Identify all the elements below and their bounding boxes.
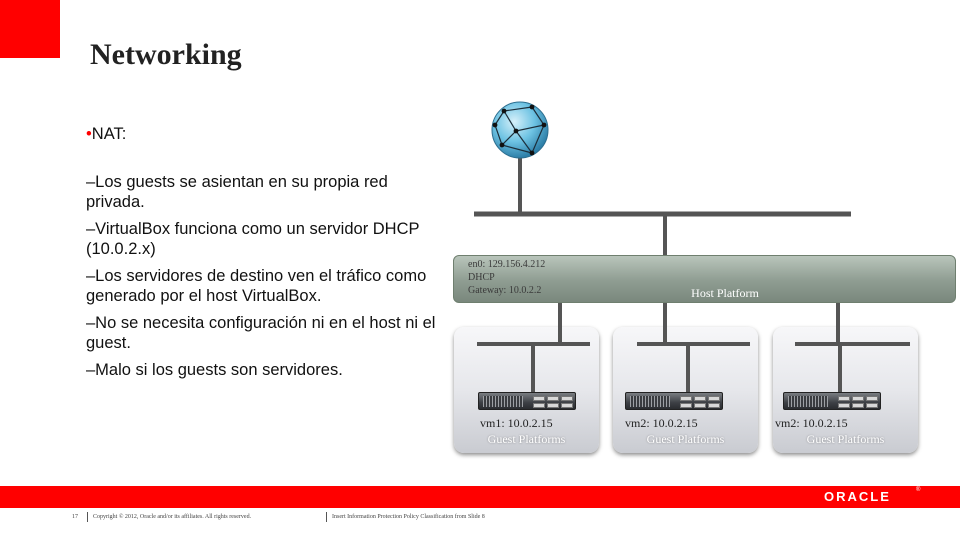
copyright-notice: Copyright © 2012, Oracle and/or its affi… [93,514,252,520]
guest-platform-box [613,327,758,453]
bullet-list: •NAT: –Los guests se asientan en su prop… [86,124,446,387]
guest-platform-box [454,327,599,453]
host-dhcp: DHCP [468,272,495,283]
sub-bullet: –No se necesita configuración ni en el h… [86,314,436,352]
host-interface: en0: 129.156.4.212 [468,259,546,270]
guest-platform-label: Guest Platforms [806,432,885,446]
bullet-dot: • [86,125,92,143]
sub-bullet: –Malo si los guests son servidores. [86,361,343,379]
footer-separator [87,512,88,522]
guest-ip: vm2: 10.0.2.15 [625,416,698,430]
server-rack-icon [783,392,881,410]
host-gateway: Gateway: 10.0.2.2 [468,285,542,296]
page-number: 17 [72,514,78,520]
guest-platform-box [773,327,918,453]
host-platform-box [453,255,956,303]
guest-ip: vm1: 10.0.2.15 [480,416,553,430]
sub-bullet: –Los servidores de destino ven el tráfic… [86,267,427,305]
slide-title: Networking [90,38,242,71]
guest-ip: vm2: 10.0.2.15 [775,416,848,430]
bullet-main: •NAT: [86,124,446,144]
guest-platform-label: Guest Platforms [487,432,566,446]
oracle-logo: ORACLE [824,489,891,504]
sub-bullet: –VirtualBox funciona como un servidor DH… [86,220,420,258]
globe-network-icon [491,101,549,159]
classification-notice: Insert Information Protection Policy Cla… [332,514,485,520]
guest-platform-label: Guest Platforms [646,432,725,446]
oracle-logo-reg: ® [916,487,921,493]
sub-bullet: –Los guests se asientan en su propia red… [86,173,388,211]
network-diagram: en0: 129.156.4.212 DHCP Gateway: 10.0.2.… [440,95,960,465]
host-platform-label: Host Platform [691,286,759,300]
bullet-main-text: NAT: [91,125,127,143]
footer-band [0,486,960,508]
server-rack-icon [625,392,723,410]
network-lines [474,101,910,395]
footer-separator [326,512,327,522]
title-accent-block [0,0,60,58]
server-rack-icon [478,392,576,410]
host-network-info: en0: 129.156.4.212 DHCP Gateway: 10.0.2.… [468,258,545,297]
